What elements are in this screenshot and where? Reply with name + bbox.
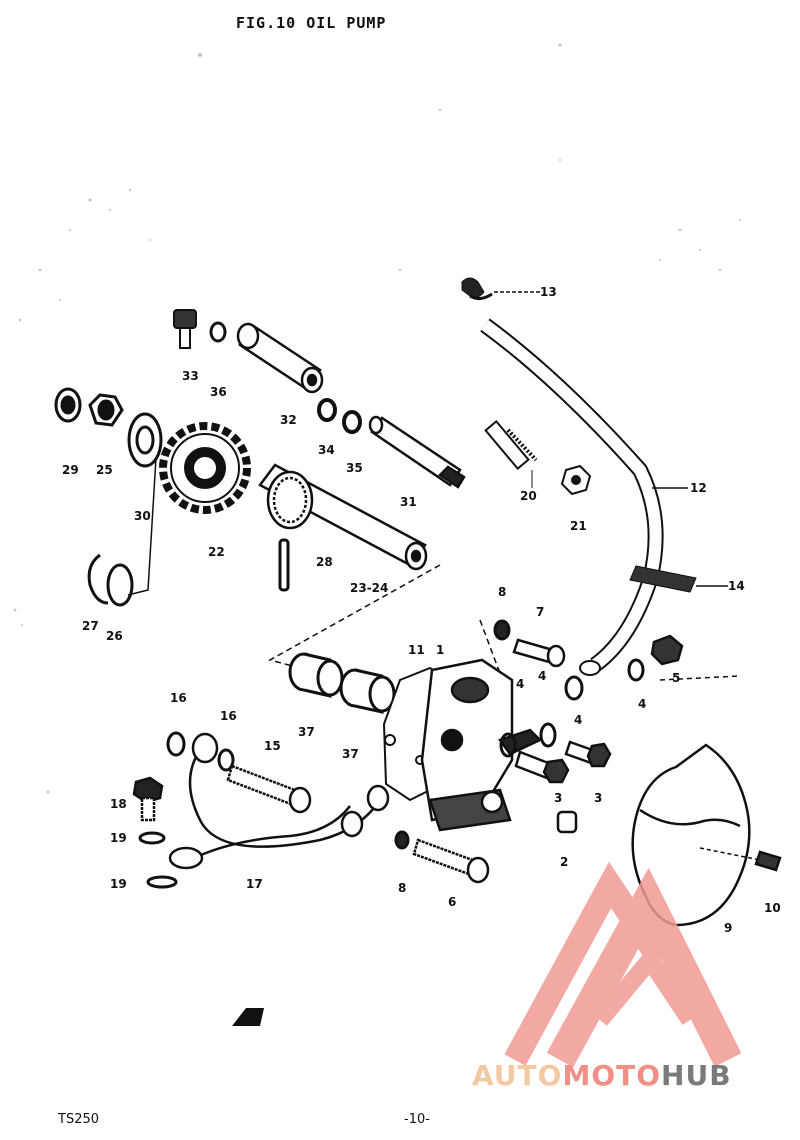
callout-19: 19	[110, 877, 127, 891]
automotohub-logo-icon	[504, 861, 742, 1068]
leader-line	[127, 457, 157, 596]
watermark-part-1: AUTO	[472, 1059, 563, 1092]
part-5-bolt	[650, 634, 684, 666]
figure-title: FIG.10 OIL PUMP	[236, 14, 387, 32]
callout-26: 26	[106, 629, 123, 643]
part-28-pin	[278, 538, 290, 592]
part-36-washer	[209, 321, 227, 343]
callout-6: 6	[448, 895, 456, 909]
callout-25: 25	[96, 463, 113, 477]
part-32-shaft	[236, 322, 324, 394]
callout-16: 16	[170, 691, 187, 705]
watermark-text: AUTOMOTOHUB	[472, 1059, 732, 1092]
watermark-part-3: HUB	[661, 1059, 732, 1092]
part-25-nut	[88, 393, 124, 427]
callout-33: 33	[182, 369, 199, 383]
callout-4: 4	[516, 677, 524, 691]
callout-27: 27	[82, 619, 99, 633]
part-8-washer-top	[493, 619, 511, 641]
callout-36: 36	[210, 385, 227, 399]
callout-37: 37	[298, 725, 315, 739]
callout-16: 16	[220, 709, 237, 723]
part-29-washer	[54, 387, 82, 423]
part-12-oil-hose	[480, 318, 688, 676]
part-8-washer-bottom	[394, 830, 410, 850]
part-26-circlip	[106, 563, 134, 607]
direction-arrow-icon	[232, 1008, 264, 1026]
callout-4: 4	[538, 669, 546, 683]
part-10-screw	[699, 847, 782, 872]
callout-9: 9	[724, 921, 732, 935]
callout-22: 22	[208, 545, 225, 559]
part-22-gear	[159, 422, 251, 514]
callout-30: 30	[134, 509, 151, 523]
part-33-bolt	[173, 309, 197, 349]
callout-8: 8	[398, 881, 406, 895]
part-37-bushing-a	[288, 652, 344, 698]
callout-5: 5	[672, 671, 680, 685]
part-31-pin-shaft	[368, 415, 466, 489]
callout-21: 21	[570, 519, 587, 533]
callout-14: 14	[728, 579, 745, 593]
callout-17: 17	[246, 877, 263, 891]
part-13-clip	[461, 277, 540, 301]
callout-20: 20	[520, 489, 537, 503]
part-37-bushing-b	[339, 668, 396, 714]
callout-13: 13	[540, 285, 557, 299]
part-14-hose-clamp	[629, 565, 728, 593]
callout-2: 2	[560, 855, 568, 869]
part-21-nut	[560, 464, 592, 496]
part-16-washers	[166, 731, 235, 772]
part-18-banjo-bolt	[132, 776, 164, 822]
part-6-bolt	[412, 838, 490, 884]
callout-12: 12	[690, 481, 707, 495]
part-4-washers	[499, 658, 645, 758]
part-19-washers	[138, 831, 178, 889]
part-15-banjo-bolt	[226, 764, 312, 814]
part-34-oring	[317, 398, 337, 422]
part-20-bolt	[484, 419, 538, 488]
callout-37: 37	[342, 747, 359, 761]
part-2-plug	[556, 810, 578, 834]
callout-19: 19	[110, 831, 127, 845]
callout-7: 7	[536, 605, 544, 619]
part-35-washer	[342, 410, 362, 434]
callout-18: 18	[110, 797, 127, 811]
callout-4: 4	[574, 713, 582, 727]
callout-31: 31	[400, 495, 417, 509]
callout-labels: 1 2 3 3 4 4 4 4 5 6 7 8 8 9 10 11 12 13 …	[62, 285, 781, 935]
assembly-dash-line-3	[659, 675, 741, 681]
part-1-oil-pump-body	[420, 658, 543, 832]
part-30-lock-washer	[127, 412, 163, 468]
callout-28: 28	[316, 555, 333, 569]
callout-10: 10	[764, 901, 781, 915]
footer-page-number: -10-	[404, 1112, 430, 1127]
callout-15: 15	[264, 739, 281, 753]
part-3-bolts	[514, 740, 612, 784]
callout-11: 11	[408, 643, 425, 657]
part-23-24-drive-shaft	[258, 463, 428, 571]
callout-3: 3	[594, 791, 602, 805]
part-7-bolt	[512, 638, 566, 668]
callout-34: 34	[318, 443, 335, 457]
part-17-oil-pipe	[168, 732, 390, 870]
callout-3: 3	[554, 791, 562, 805]
callout-1: 1	[436, 643, 444, 657]
footer-model: TS250	[58, 1112, 100, 1127]
callout-29: 29	[62, 463, 79, 477]
watermark-part-2: MOTO	[562, 1059, 662, 1092]
callout-8: 8	[498, 585, 506, 599]
callout-23-24: 23-24	[350, 581, 388, 595]
part-27-circlip	[87, 553, 109, 605]
callout-32: 32	[280, 413, 297, 427]
scan-speckle	[13, 43, 741, 794]
callout-4: 4	[638, 697, 646, 711]
callout-35: 35	[346, 461, 363, 475]
